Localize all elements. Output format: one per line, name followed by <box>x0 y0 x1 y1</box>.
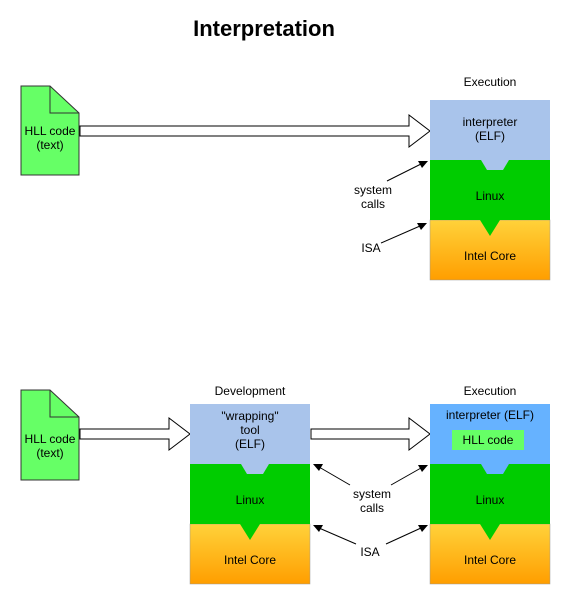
file-icon <box>20 85 80 176</box>
interpreter-label-line2: (ELF) <box>475 129 505 143</box>
linux-label: Linux <box>475 189 505 203</box>
file-label: HLL code (text) <box>20 124 80 152</box>
file-icon-bottom <box>20 389 80 481</box>
file-fold-icon-bottom <box>49 390 79 418</box>
exec-cpu-label: Intel Core <box>463 553 517 567</box>
file-label-line2: (text) <box>36 138 64 152</box>
isa-left-arrow <box>313 525 357 545</box>
wrapping-tool-notch <box>241 464 269 474</box>
system-calls-label: system calls <box>343 183 403 211</box>
file-label-bottom: HLL code (text) <box>20 432 80 460</box>
file-label-line1: HLL code <box>24 124 76 138</box>
system-calls-right-arrow <box>390 465 428 486</box>
isa-label-bottom: ISA <box>360 545 380 559</box>
page-title: Interpretation <box>193 16 335 41</box>
wrapping-tool-line3: (ELF) <box>235 437 265 451</box>
system-calls-line1: system <box>353 183 392 197</box>
isa-label: ISA <box>361 241 381 255</box>
system-calls-arrow <box>386 161 428 182</box>
exec-interpreter-label: interpreter (ELF) <box>445 408 535 422</box>
dev-linux-notch <box>240 524 260 540</box>
isa-right-arrow <box>385 525 428 545</box>
isa-arrow <box>380 223 427 244</box>
system-calls-label-bottom: system calls <box>342 487 402 515</box>
interpreter-notch <box>481 160 509 170</box>
interpreter-block <box>430 100 550 160</box>
dev-cpu-label: Intel Core <box>223 553 277 567</box>
exec-interpreter-notch <box>481 464 509 474</box>
wrapping-tool-label: "wrapping" tool (ELF) <box>190 409 310 451</box>
dev-linux-label: Linux <box>235 493 265 507</box>
to-wrapping-arrow <box>79 416 191 452</box>
wrapping-tool-line1: "wrapping" <box>221 409 279 423</box>
wrapping-tool-block <box>190 404 310 464</box>
system-calls-bottom-line2: calls <box>359 501 384 515</box>
compile-arrow <box>79 113 431 149</box>
file-label-bottom-line2: (text) <box>36 446 64 460</box>
system-calls-left-arrow <box>313 464 351 486</box>
system-calls-bottom-line1: system <box>352 487 391 501</box>
interpreter-label-line1: interpreter <box>462 115 518 129</box>
execution-heading-bottom: Execution <box>463 384 517 398</box>
cpu-label: Intel Core <box>463 249 517 263</box>
wrapping-tool-line2: tool <box>240 423 260 437</box>
file-fold-icon <box>49 86 79 114</box>
interpreter-label: interpreter (ELF) <box>430 115 550 143</box>
file-label-bottom-line1: HLL code <box>24 432 76 446</box>
exec-linux-label: Linux <box>475 493 505 507</box>
hll-code-badge-label: HLL code <box>462 433 514 447</box>
development-heading: Development <box>214 384 286 398</box>
hll-code-badge <box>452 430 524 450</box>
execution-heading: Execution <box>463 75 517 89</box>
system-calls-line2: calls <box>360 197 385 211</box>
to-execution-arrow <box>310 416 431 452</box>
exec-linux-notch <box>480 524 500 540</box>
linux-notch <box>480 220 500 236</box>
